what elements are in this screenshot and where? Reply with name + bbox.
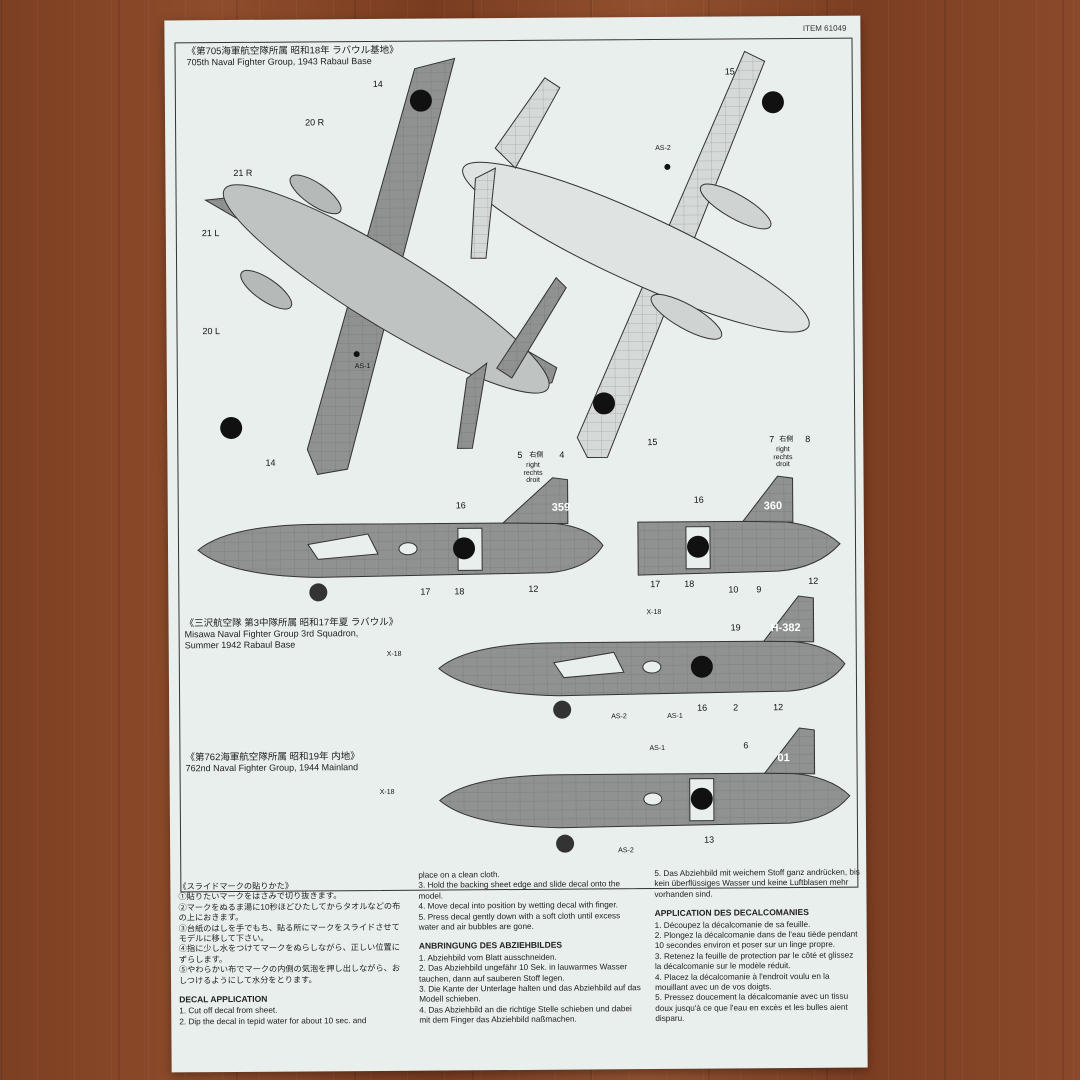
label-20l: 20 L <box>202 326 221 337</box>
decal-instruction-sheet: ITEM 61049 《第705海軍航空隊所属 昭和18年 ラバウル基地》 70… <box>164 15 868 1073</box>
label-2: 2 <box>733 702 739 713</box>
label-as2-762: AS-2 <box>618 847 634 855</box>
label-right-note-b: right rechts droit <box>773 446 793 469</box>
label-21r: 21 R <box>233 167 253 178</box>
caption-762nd: 《第762海軍航空隊所属 昭和19年 内地》 762nd Naval Fight… <box>185 751 360 774</box>
caption-misawa: 《三沢航空隊 第3中隊所属 昭和17年夏 ラバウル》 Misawa Naval … <box>184 616 399 651</box>
label-as2-misawa: AS-2 <box>611 713 627 721</box>
label-right-side-a: 右側 <box>529 451 544 459</box>
side-view-misawa <box>438 595 846 719</box>
label-17-b: 17 <box>650 578 661 590</box>
label-6: 6 <box>743 740 749 751</box>
label-as1-misawa: AS-1 <box>667 712 683 720</box>
label-right-note-a: right rechts droit <box>523 461 543 484</box>
tail-code-360: 360 <box>763 500 783 513</box>
label-4: 4 <box>559 449 565 460</box>
instructions-column-3: 5. Das Abziehbild mit weichem Stoff ganz… <box>654 867 860 1024</box>
label-15-top: 15 <box>724 66 735 77</box>
label-18-b: 18 <box>684 578 695 589</box>
label-16-a: 16 <box>455 500 466 511</box>
label-as1-762: AS-1 <box>649 744 666 753</box>
label-right-side-b: 右側 <box>779 436 794 444</box>
label-5: 5 <box>517 449 523 460</box>
label-17-a: 17 <box>420 586 431 597</box>
tail-code-h382: H-382 <box>770 622 801 635</box>
label-14-bottom: 14 <box>265 457 276 468</box>
label-16-misawa: 16 <box>697 702 708 713</box>
label-18-a: 18 <box>454 586 465 597</box>
label-7: 7 <box>769 434 775 445</box>
side-view-b <box>637 475 841 576</box>
aircraft-diagrams <box>197 50 851 853</box>
label-19: 19 <box>730 622 741 633</box>
fr-instructions-title: APPLICATION DES DECALCOMANIES <box>654 907 809 919</box>
instructions-column-2: place on a clean cloth. 3. Hold the back… <box>418 870 641 1025</box>
label-12-b: 12 <box>808 575 819 586</box>
tail-code-01: 01 <box>777 752 790 765</box>
top-view-upper <box>204 57 567 475</box>
de-instructions-title: ANBRINGUNG DES ABZIEHBILDES <box>418 940 563 952</box>
label-14-top: 14 <box>372 78 383 89</box>
label-20r: 20 R <box>305 117 325 128</box>
label-9: 9 <box>756 584 762 595</box>
label-13: 13 <box>704 834 715 845</box>
label-21l: 21 L <box>201 228 220 239</box>
tail-code-359: 359 <box>551 501 571 514</box>
label-as2-top: AS-2 <box>655 144 671 153</box>
instructions-column-1: 《スライドマークの貼りかた》 ①貼りたいマークをはさみで切り抜きます。 ②マーク… <box>178 881 401 1027</box>
label-12-misawa: 12 <box>773 702 784 713</box>
label-x18-762: X-18 <box>379 788 395 796</box>
label-15-bottom: 15 <box>647 437 658 448</box>
en-instructions-title: DECAL APPLICATION <box>179 993 268 1005</box>
label-as1-top: AS-1 <box>354 363 371 371</box>
label-x18-misawa-b: X-18 <box>646 608 662 617</box>
label-8: 8 <box>805 433 811 444</box>
label-16-b: 16 <box>693 494 704 505</box>
label-x18-misawa-a: X-18 <box>386 650 402 658</box>
label-10: 10 <box>728 584 739 595</box>
side-view-762 <box>439 727 851 853</box>
label-12-a: 12 <box>528 583 539 594</box>
side-view-a <box>197 477 604 602</box>
top-view-lower <box>462 50 810 459</box>
